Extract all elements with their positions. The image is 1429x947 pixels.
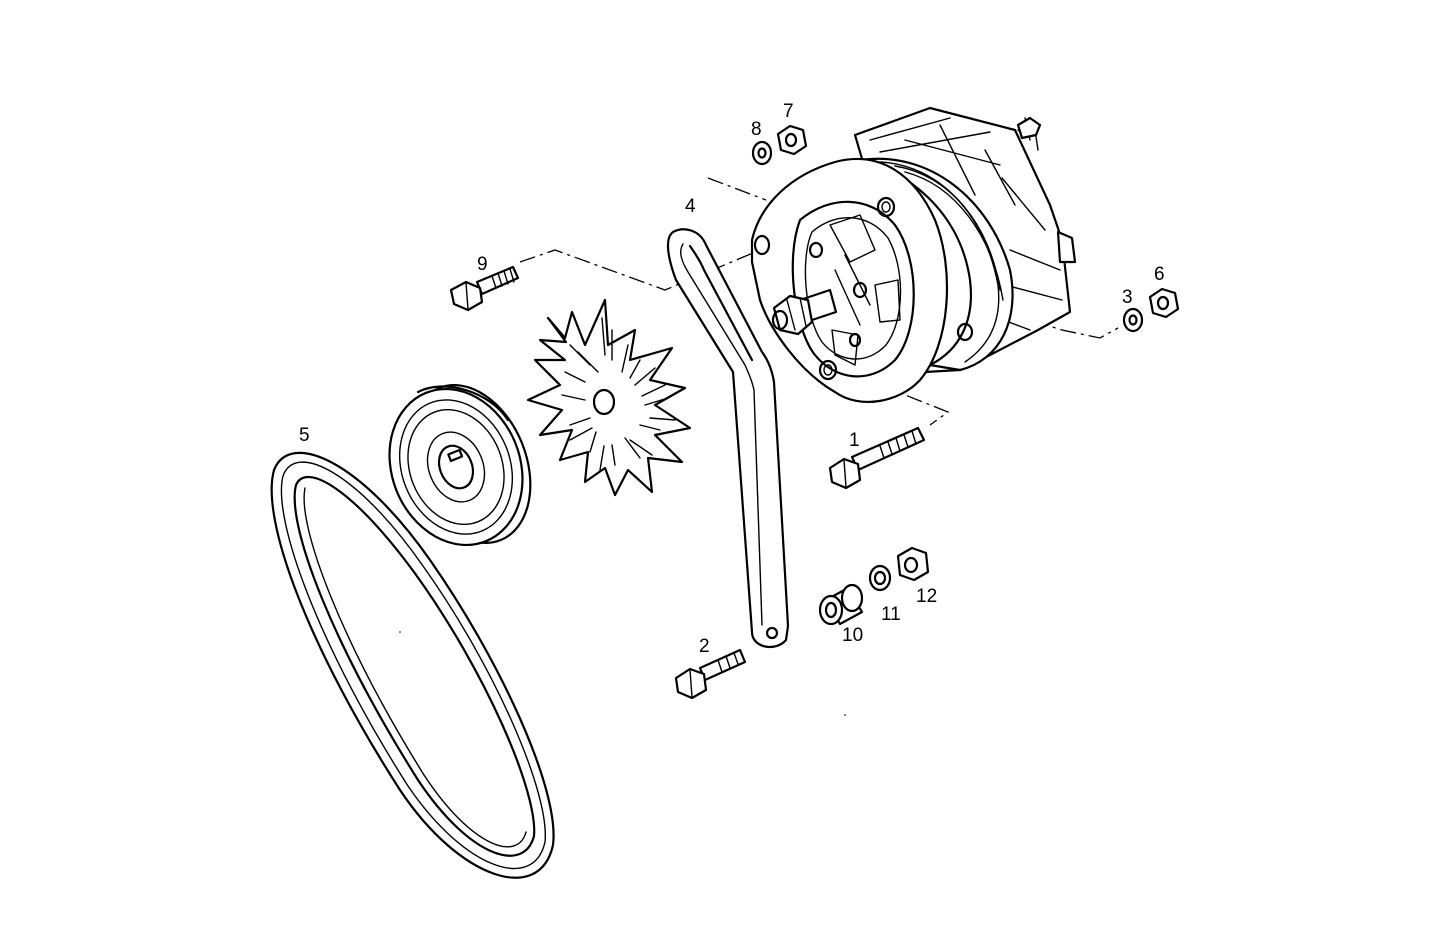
callout-12: 12 (916, 586, 937, 607)
part-3-washer (1122, 307, 1144, 333)
scan-speck (844, 714, 846, 716)
part-8-washer (751, 140, 773, 166)
part-9-bolt (449, 265, 520, 312)
part-10-spacer (818, 583, 864, 626)
cooling-fan (526, 298, 692, 497)
callout-5: 5 (299, 425, 310, 446)
part-1-bolt (828, 426, 926, 490)
callout-1: 1 (849, 430, 860, 451)
scan-speck (399, 631, 401, 633)
callout-11: 11 (881, 604, 901, 625)
leader-line-7-8 (707, 177, 767, 201)
alternator (750, 106, 1077, 403)
part-2-bolt (674, 648, 747, 700)
callout-labels: 1 2 3 4 5 6 7 8 9 10 11 12 (299, 101, 1165, 657)
part-5-v-belt (270, 451, 555, 879)
callout-9: 9 (477, 254, 488, 275)
callout-2: 2 (699, 636, 710, 657)
callout-7: 7 (783, 101, 794, 122)
callout-6: 6 (1154, 264, 1165, 285)
part-11-washer (868, 564, 892, 592)
part-4-adjusting-bracket (666, 228, 790, 649)
callout-4: 4 (685, 196, 696, 217)
part-6-nut (1148, 287, 1180, 319)
callout-10: 10 (842, 625, 863, 646)
part-12-nut (896, 546, 930, 582)
callout-3: 3 (1122, 287, 1133, 308)
leader-line-1 (879, 384, 950, 426)
callout-8: 8 (751, 119, 762, 140)
part-7-nut (776, 124, 808, 156)
pulley (388, 384, 532, 547)
